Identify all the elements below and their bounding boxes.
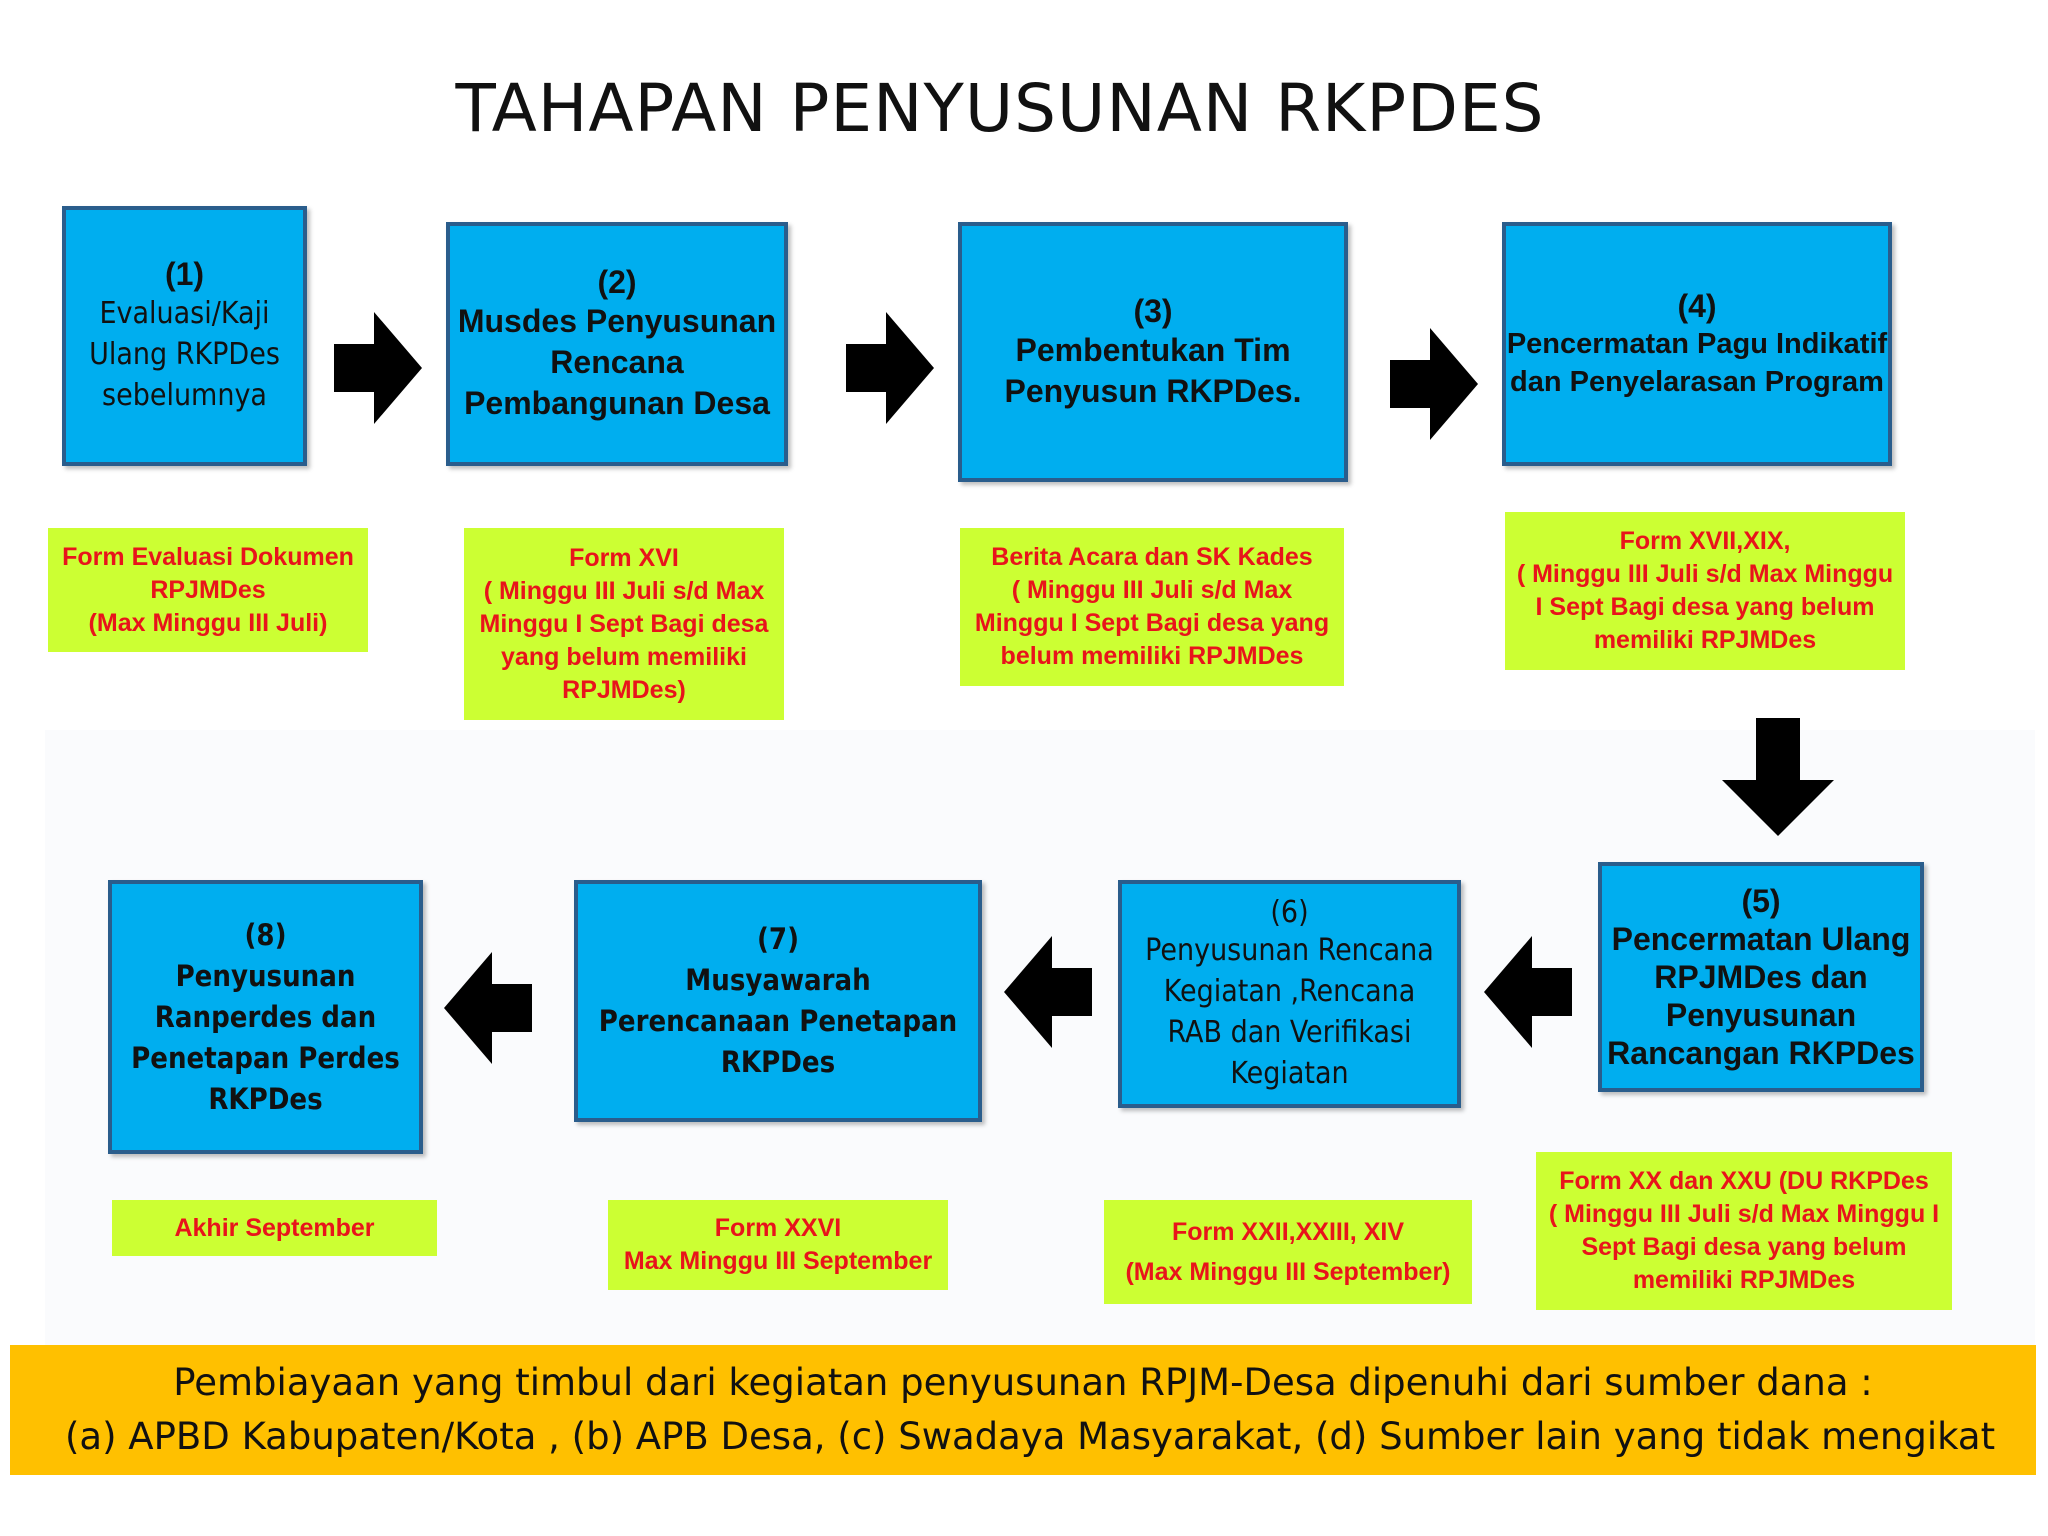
step-3-box: (3) Pembentukan Tim Penyusun RKPDes. [958,222,1348,482]
step-3-number: (3) [1133,292,1173,329]
note-step-5: Form XX dan XXU (DU RKPDes ( Minggu III … [1536,1152,1952,1310]
arrow-left-icon [1004,936,1092,1048]
step-5-box: (5) Pencermatan Ulang RPJMDes dan Penyus… [1598,862,1924,1092]
note-step-1: Form Evaluasi Dokumen RPJMDes (Max Mingg… [48,528,368,652]
note-step-2: Form XVI ( Minggu III Juli s/d Max Mingg… [464,528,784,720]
step-8-label: Penyusunan Ranperdes dan Penetapan Perde… [131,958,400,1116]
step-4-label: Pencermatan Pagu Indikatif dan Penyelara… [1506,327,1888,398]
step-3-label: Pembentukan Tim Penyusun RKPDes. [1004,331,1302,409]
step-2-number: (2) [597,264,637,300]
note-step-6: Form XXII,XXIII, XIV (Max Minggu III Sep… [1104,1200,1472,1304]
note-step-7: Form XXVI Max Minggu III September [608,1200,948,1290]
note-step-8: Akhir September [112,1200,437,1256]
funding-footer-banner: Pembiayaan yang timbul dari kegiatan pen… [10,1345,2036,1475]
step-6-label: Penyusunan Rencana Kegiatan ,Rencana RAB… [1145,932,1434,1091]
arrow-down-icon [1722,718,1834,836]
step-8-number: (8) [244,917,287,952]
note-step-4: Form XVII,XIX, ( Minggu III Juli s/d Max… [1505,512,1905,670]
step-2-box: (2) Musdes Penyusunan Rencana Pembanguna… [446,222,788,466]
step-2-label: Musdes Penyusunan Rencana Pembangunan De… [457,303,777,421]
page-title: TAHAPAN PENYUSUNAN RKPDES [455,70,1545,147]
step-5-number: (5) [1741,882,1781,919]
step-4-box: (4) Pencermatan Pagu Indikatif dan Penye… [1502,222,1892,466]
step-1-box: (1) Evaluasi/Kaji Ulang RKPDes sebelumny… [62,206,307,466]
footer-line-1: Pembiayaan yang timbul dari kegiatan pen… [173,1361,1873,1404]
step-1-label: Evaluasi/Kaji Ulang RKPDes sebelumnya [89,296,280,413]
arrow-right-icon [846,312,934,424]
step-7-number: (7) [757,922,799,956]
arrow-right-icon [1390,328,1478,440]
note-step-3: Berita Acara dan SK Kades ( Minggu III J… [960,528,1344,686]
arrow-right-icon [334,312,422,424]
step-7-box: (7) Musyawarah Perencanaan Penetapan RKP… [574,880,982,1122]
step-8-box: (8) Penyusunan Ranperdes dan Penetapan P… [108,880,423,1154]
arrow-left-icon [444,952,532,1064]
step-6-number: (6) [1270,894,1309,930]
footer-line-2: (a) APBD Kabupaten/Kota , (b) APB Desa, … [65,1415,1996,1458]
step-5-label: Pencermatan Ulang RPJMDes dan Penyusunan… [1607,920,1915,1071]
arrow-left-icon [1484,936,1572,1048]
step-1-number: (1) [164,256,205,292]
step-6-box: (6) Penyusunan Rencana Kegiatan ,Rencana… [1118,880,1461,1108]
step-7-label: Musyawarah Perencanaan Penetapan RKPDes [598,963,958,1079]
step-4-number: (4) [1677,287,1717,324]
